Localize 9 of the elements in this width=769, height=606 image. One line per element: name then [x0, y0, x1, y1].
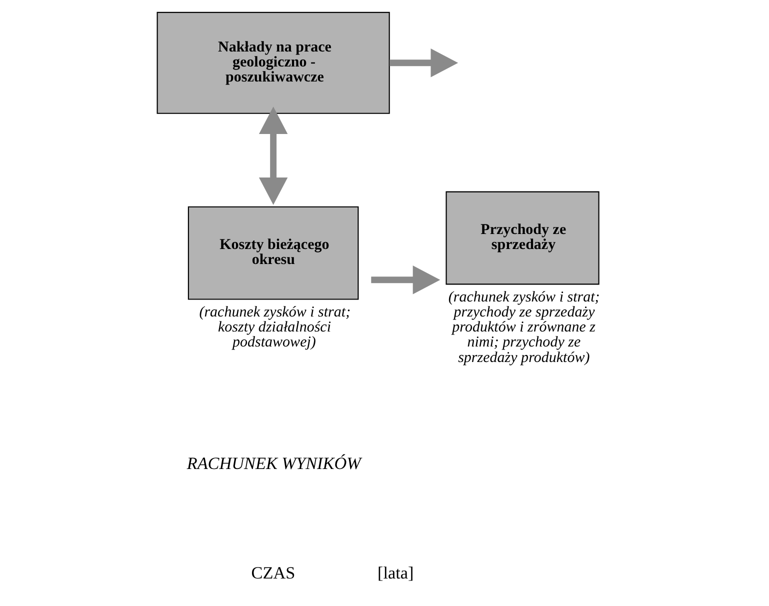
arrow	[258, 106, 288, 205]
arrow	[390, 48, 458, 78]
label: CZAS	[251, 563, 296, 582]
label: [lata]	[378, 563, 414, 582]
node-box: Nakłady na prace geologiczno - poszukiwawcze	[156, 12, 390, 114]
arrow	[371, 266, 440, 294]
node-label: (rachunek zysków i strat; koszty działalności podstawowej)	[199, 304, 351, 351]
label: RACHUNEK WYNIKÓW	[186, 454, 361, 473]
node-label: (rachunek zysków i strat; przychody ze sprzedaży produktów i zrównane z nimi; przychody ze sprzedaży produktów)	[448, 290, 600, 366]
